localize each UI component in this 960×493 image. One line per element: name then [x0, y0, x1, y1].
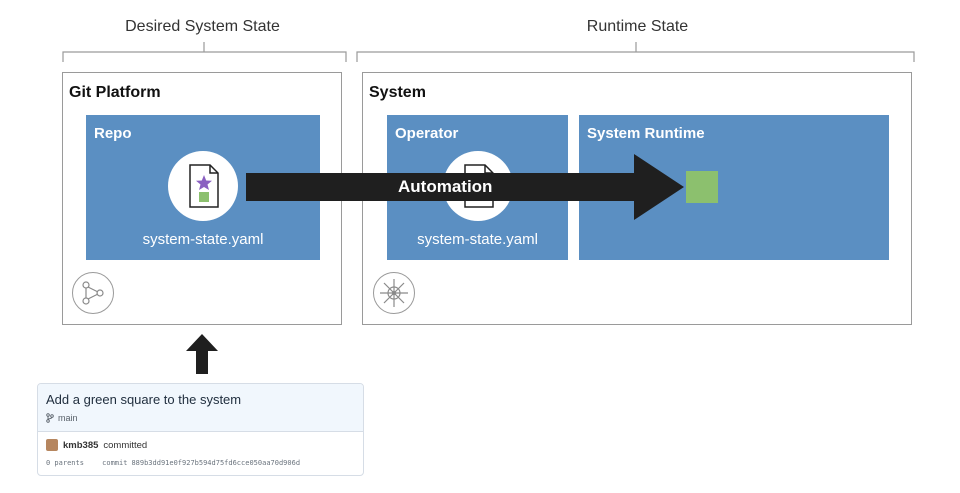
yaml-file-icon	[189, 164, 219, 208]
runtime-bracket	[356, 42, 915, 62]
operator-title: Operator	[395, 125, 459, 142]
commit-action: committed	[103, 439, 148, 451]
system-title: System	[369, 84, 426, 101]
commit-label: commit	[102, 459, 128, 467]
green-square	[686, 171, 718, 203]
repo-file-circle	[168, 151, 238, 221]
commit-title[interactable]: Add a green square to the system	[46, 392, 242, 407]
branch-name[interactable]: main	[58, 413, 78, 423]
automation-arrow	[246, 154, 684, 220]
up-arrow	[186, 334, 218, 374]
git-branch-icon	[72, 272, 114, 314]
automation-label: Automation	[398, 177, 493, 196]
author-name[interactable]: kmb385	[63, 439, 99, 451]
operator-file-label: system-state.yaml	[417, 231, 538, 248]
commit-card[interactable]: Add a green square to the system main km…	[37, 383, 364, 476]
commit-header: Add a green square to the system main	[38, 384, 363, 432]
system-runtime-title: System Runtime	[587, 125, 705, 142]
runtime-state-label: Runtime State	[586, 18, 689, 35]
avatar[interactable]	[46, 439, 58, 451]
repo-file-label: system-state.yaml	[142, 231, 264, 248]
branch-icon	[46, 413, 54, 423]
parents-count: 0 parents	[46, 459, 84, 467]
desired-bracket	[62, 42, 347, 62]
star-icon	[196, 175, 212, 190]
branch-row: main	[46, 413, 78, 423]
commit-hash[interactable]: 889b3dd91e0f927b594d75fd6cce050aa70d906d	[131, 459, 301, 467]
author-row: kmb385 committed	[46, 439, 147, 451]
green-square-icon	[199, 192, 209, 202]
git-platform-title: Git Platform	[69, 84, 161, 101]
desired-state-label: Desired System State	[125, 18, 280, 35]
kubernetes-helm-icon	[373, 272, 415, 314]
repo-title: Repo	[94, 125, 132, 142]
